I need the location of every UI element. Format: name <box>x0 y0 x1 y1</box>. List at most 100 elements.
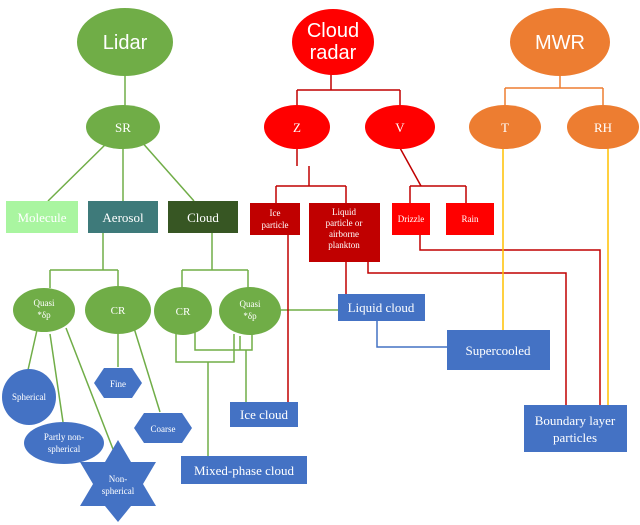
supercooled-node: Supercooled <box>447 330 550 370</box>
fine-hexagon <box>94 368 142 398</box>
drizzle-box <box>392 203 430 235</box>
lidar-connectors <box>27 76 338 463</box>
cloud-label: Cloud <box>187 210 219 225</box>
v-down-line <box>399 147 422 187</box>
cloud-box <box>168 201 238 233</box>
aerosol-label: Aerosol <box>102 210 144 225</box>
partly-label-line1: Partly non- <box>44 432 84 442</box>
z-label: Z <box>293 120 301 135</box>
cloud-quasi-ellipse <box>219 287 281 335</box>
liquid-cloud-node: Liquid cloud <box>338 294 425 321</box>
ice-cloud-node: Ice cloud <box>230 402 298 427</box>
t-ellipse <box>469 105 541 149</box>
sr-molecule-line <box>47 139 111 202</box>
t-node: T <box>469 105 541 149</box>
rain-label: Rain <box>462 214 479 224</box>
sr-ellipse <box>86 105 160 149</box>
mixed-loop-line <box>175 334 235 363</box>
aerosol-cr-label: CR <box>111 305 126 317</box>
drizzle-boundary-line <box>419 235 601 405</box>
nonspherical-node: Non- spherical <box>80 440 156 522</box>
aerosol-box <box>88 201 158 233</box>
ice-particle-box <box>250 203 300 235</box>
partly-nonspherical-node: Partly non- spherical <box>24 422 104 464</box>
mwr-result-connectors <box>502 148 609 410</box>
spherical-label: Spherical <box>12 392 46 402</box>
cloud-cr-label: CR <box>176 306 191 318</box>
drizzle-node: Drizzle <box>392 203 430 235</box>
mwr-connectors <box>504 74 604 106</box>
liquid-supercooled-line <box>376 320 447 348</box>
nonspherical-star <box>80 440 156 522</box>
z-node: Z <box>264 105 330 149</box>
mixed-phase-box <box>181 456 307 484</box>
rh-node: RH <box>567 105 639 149</box>
fine-node: Fine <box>94 368 142 398</box>
cloud-radar-label-line1: Cloud <box>307 20 359 42</box>
cloud-quasi-label-line1: Quasi <box>240 299 261 309</box>
cloud-node: Cloud <box>168 201 238 233</box>
sr-cloud-line <box>139 139 195 202</box>
aerosol-quasi-node: Quasi *δp <box>13 288 75 332</box>
coarse-label: Coarse <box>151 424 176 434</box>
ice-particle-label-line1: Ice <box>270 208 281 218</box>
supercooled-label: Supercooled <box>466 343 531 358</box>
v-node: V <box>365 105 435 149</box>
v-ellipse <box>365 105 435 149</box>
spherical-ellipse <box>2 369 56 425</box>
liquid-cloud-box <box>338 294 425 321</box>
liquid-particle-node: Liquid particle or airborne plankton <box>309 203 380 262</box>
ice-particle-node: Ice particle <box>250 203 300 235</box>
rain-node: Rain <box>446 203 494 235</box>
boundary-label-line2: particles <box>553 430 597 445</box>
partly-label-line2: spherical <box>48 444 81 454</box>
partly-nonspherical-ellipse <box>24 422 104 464</box>
z-ellipse <box>264 105 330 149</box>
aerosol-node: Aerosol <box>88 201 158 233</box>
liquid-label-line4: plankton <box>328 240 360 250</box>
cloud-radar-node: Cloud radar <box>292 9 374 75</box>
blue-connectors <box>376 320 447 348</box>
lidar-label: Lidar <box>103 32 148 54</box>
aerosol-quasi-label-line2: *δp <box>37 310 51 320</box>
quasi-partly-line <box>49 333 64 423</box>
mwr-node: MWR <box>510 8 610 76</box>
ice-particle-label-line2: particle <box>262 220 289 230</box>
liquid-cloud-label: Liquid cloud <box>348 300 415 315</box>
aerosol-cr-node: CR <box>85 286 151 334</box>
fine-label: Fine <box>110 379 126 389</box>
boundary-label-line1: Boundary layer <box>535 413 616 428</box>
rh-ellipse <box>567 105 639 149</box>
cloud-quasi-label-line2: *δp <box>243 311 257 321</box>
quasi-nonspherical-line <box>65 327 119 463</box>
liquid-label-line2: particle or <box>326 218 363 228</box>
nonspherical-label-line1: Non- <box>109 474 128 484</box>
coarse-node: Coarse <box>134 413 192 443</box>
lidar-node: Lidar <box>77 8 173 76</box>
ice-cloud-label: Ice cloud <box>240 407 289 422</box>
t-label: T <box>501 120 509 135</box>
cloud-radar-label-line2: radar <box>310 42 357 64</box>
cloud-cr-ellipse <box>154 287 212 335</box>
spherical-node: Spherical <box>2 369 56 425</box>
drizzle-label: Drizzle <box>398 214 424 224</box>
aerosol-quasi-ellipse <box>13 288 75 332</box>
boundary-layer-node: Boundary layer particles <box>524 405 627 452</box>
coarse-hexagon <box>134 413 192 443</box>
cloud-radar-ellipse <box>292 9 374 75</box>
lidar-ellipse <box>77 8 173 76</box>
nonspherical-label-line2: spherical <box>102 486 135 496</box>
radar-connectors <box>275 72 601 405</box>
molecule-label: Molecule <box>17 210 66 225</box>
mixed-phase-label: Mixed-phase cloud <box>194 463 295 478</box>
sr-node: SR <box>86 105 160 149</box>
cr-coarse-line <box>133 327 161 413</box>
boundary-layer-box <box>524 405 627 452</box>
aerosol-quasi-label-line1: Quasi <box>34 298 55 308</box>
molecule-node: Molecule <box>6 201 78 233</box>
rain-box <box>446 203 494 235</box>
mwr-label: MWR <box>535 32 585 54</box>
liquid-particle-box <box>309 203 380 262</box>
